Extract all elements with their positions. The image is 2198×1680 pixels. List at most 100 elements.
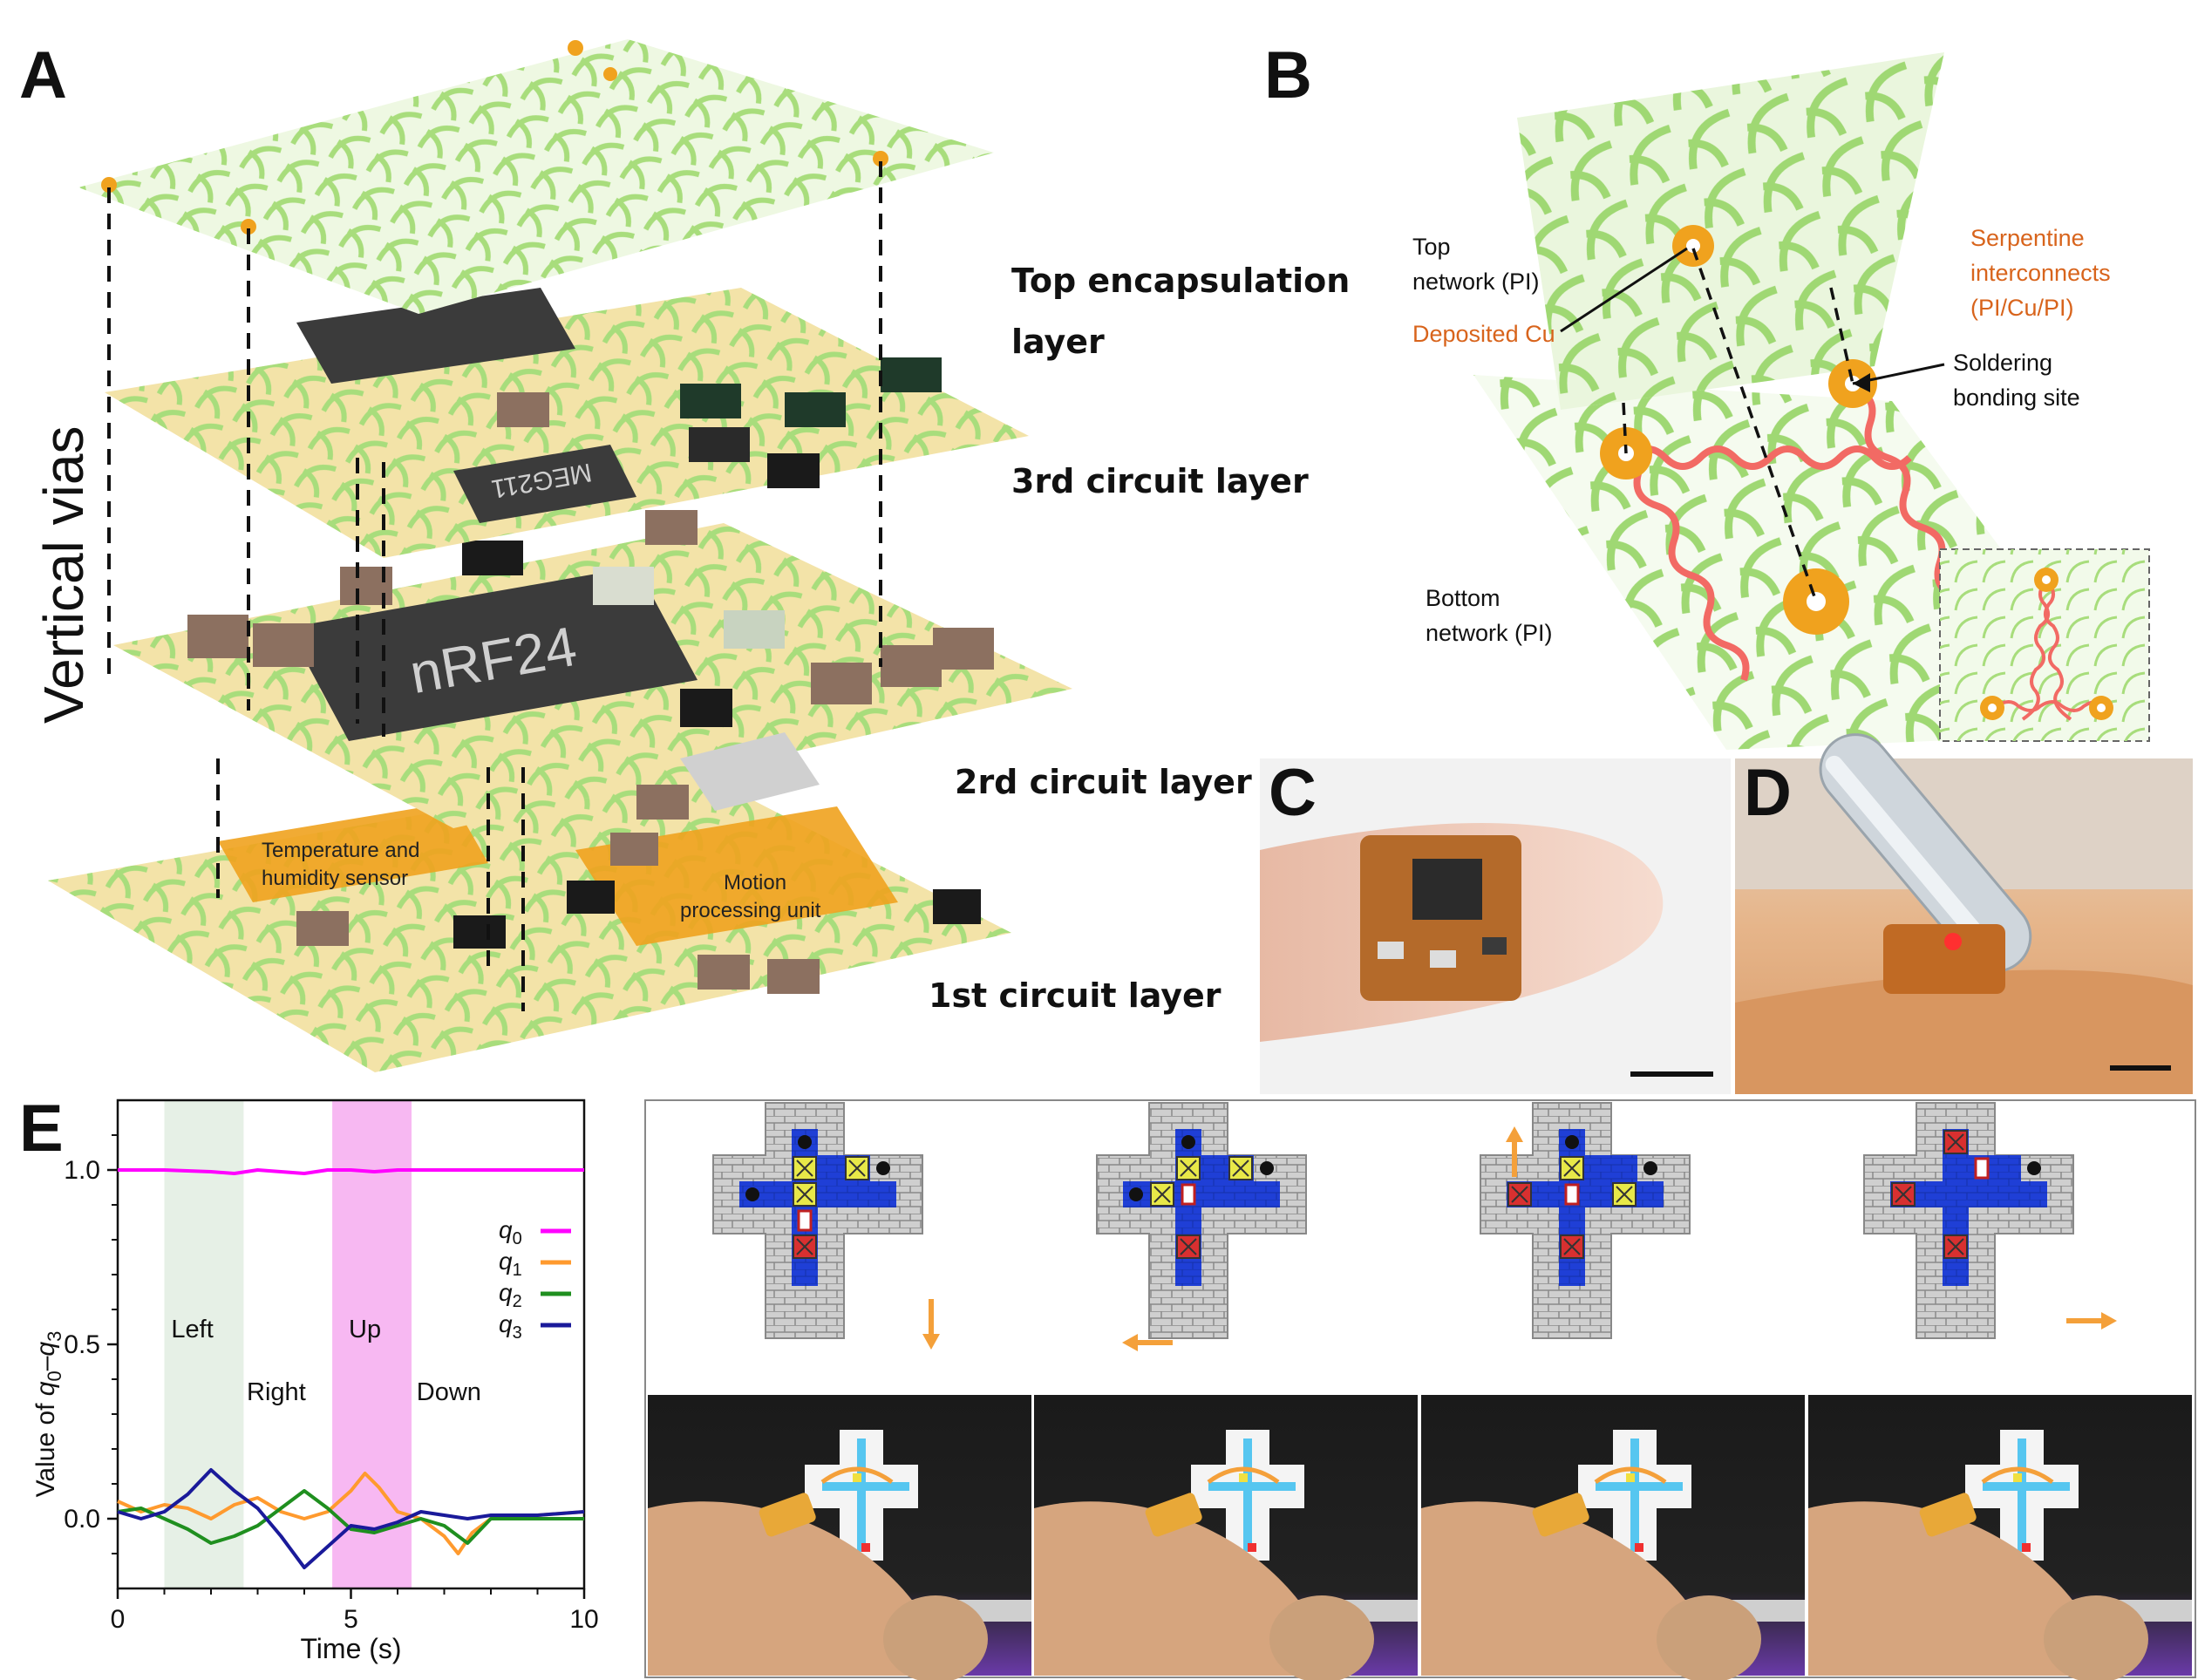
motion-arrow <box>1594 1466 1667 1485</box>
fist <box>883 1595 988 1680</box>
label-soldering-1: Soldering <box>1953 350 2052 376</box>
crate-cross <box>1563 1160 1581 1177</box>
layer-label-2rd: 2rd circuit layer <box>955 763 1252 801</box>
crate-cross <box>1180 1160 1197 1177</box>
direction-arrow-up <box>1506 1126 1523 1177</box>
wrist <box>1034 1501 1313 1676</box>
panel-b: B Top network (PI) Deposited Cu Serpent <box>1264 38 2150 750</box>
crate-cross <box>1895 1186 1912 1203</box>
direction-arrow-right <box>2066 1312 2117 1330</box>
screen-map-path <box>2018 1439 2026 1552</box>
player-sprite <box>1181 1183 1196 1206</box>
motion-unit-label-2: processing unit <box>680 899 821 922</box>
x-tick-label-5: 5 <box>344 1605 358 1634</box>
chip-meg211 <box>453 445 636 523</box>
target-dot <box>2027 1161 2041 1175</box>
series-line-q2 <box>117 1489 584 1545</box>
maze-floor <box>1890 1181 2047 1207</box>
series-line-q1 <box>117 1472 585 1555</box>
player-sprite <box>797 1209 813 1232</box>
device-tape <box>1532 1493 1589 1537</box>
screen-map-path <box>857 1439 866 1552</box>
y-axis-label-part: 0 <box>44 1371 65 1381</box>
layer-2nd: nRF24 <box>113 523 1072 828</box>
screen-map-box <box>853 1473 861 1482</box>
motion-unit-label-1: Motion <box>724 871 786 894</box>
target-dot <box>1129 1187 1143 1201</box>
layer-label-3rd: 3rd circuit layer <box>1011 462 1309 500</box>
crate-cross <box>848 1160 866 1177</box>
layer-3rd: MEG211 <box>105 288 1029 558</box>
target-dot <box>1565 1135 1579 1149</box>
temp-sensor-label-1: Temperature and <box>262 839 419 862</box>
wrist-photo-1 <box>648 1395 1031 1680</box>
wrist <box>1421 1501 1700 1676</box>
label-bottom-network-2: network (PI) <box>1426 620 1553 646</box>
fist <box>1657 1595 1761 1680</box>
region-label-up: Up <box>349 1316 381 1343</box>
y-axis-label-part: q <box>31 1342 60 1357</box>
legend-label-letter: q <box>499 1216 513 1243</box>
legend-label-letter: q <box>499 1248 513 1275</box>
label-soldering-2: bonding site <box>1953 384 2080 411</box>
region-label-left: Left <box>171 1316 213 1343</box>
label-bottom-network-1: Bottom <box>1426 585 1500 611</box>
crate-cross <box>1947 1133 1964 1151</box>
device-tape <box>1145 1493 1202 1537</box>
region-up <box>332 1100 412 1588</box>
game-panels <box>644 1099 2196 1680</box>
screen-map-path <box>1630 1439 1639 1552</box>
game-state-3 <box>1480 1102 1691 1339</box>
screen-map-box <box>2022 1543 2031 1552</box>
crate-cross <box>1180 1238 1197 1255</box>
player-sprite <box>1974 1157 1990 1180</box>
panel-c: C <box>1260 756 1731 1094</box>
crate-cross <box>1232 1160 1249 1177</box>
y-axis-label-part: q <box>31 1381 60 1396</box>
fist <box>1269 1595 1374 1680</box>
label-top-network-1: Top <box>1412 234 1451 260</box>
maze-floor <box>739 1181 896 1207</box>
screen-map-box <box>1626 1473 1635 1482</box>
panel-letter-a: A <box>19 38 67 112</box>
screen-map-path <box>1596 1482 1683 1491</box>
target-dot <box>798 1135 812 1149</box>
crate-cross <box>796 1186 813 1203</box>
series-line-q0 <box>118 1168 584 1175</box>
direction-arrow-left <box>1122 1334 1173 1351</box>
crate-cross <box>1511 1186 1528 1203</box>
panel-letter-d: D <box>1744 756 1792 830</box>
y-tick-label-0: 0.0 <box>64 1505 100 1534</box>
screen-map-box <box>861 1543 870 1552</box>
screen-map-box <box>1635 1543 1643 1552</box>
wrist-photo-2 <box>1034 1395 1418 1680</box>
maze-floor <box>1123 1181 1280 1207</box>
screen-map-box <box>1239 1473 1248 1482</box>
y-tick-label-0.5: 0.5 <box>64 1330 100 1359</box>
maze-floor <box>1507 1181 1664 1207</box>
y-axis-label-part: 3 <box>44 1331 65 1342</box>
legend-label-letter: q <box>499 1310 513 1337</box>
layer-label-1st: 1st circuit layer <box>929 976 1221 1015</box>
temp-sensor-label-2: humidity sensor <box>262 867 408 890</box>
direction-arrow-down <box>922 1299 940 1350</box>
wrist <box>648 1501 927 1676</box>
legend-label-q0: q0 <box>499 1216 522 1248</box>
screen-map-path <box>1208 1482 1296 1491</box>
motion-arrow <box>1207 1466 1280 1485</box>
label-serpentine-3: (PI/Cu/PI) <box>1970 295 2074 321</box>
game-state-4 <box>1863 1102 2074 1339</box>
legend-label-q1: q1 <box>499 1248 522 1280</box>
arrow-head <box>1122 1334 1138 1351</box>
label-deposited-cu: Deposited Cu <box>1412 321 1555 347</box>
screen-map-path <box>822 1482 909 1491</box>
legend-label-letter: q <box>499 1279 513 1306</box>
legend-label-index: 0 <box>513 1229 522 1248</box>
motion-arrow <box>1981 1466 2054 1485</box>
inset-b <box>1939 548 2150 742</box>
y-axis-label-part: – <box>31 1356 60 1371</box>
label-serpentine-2: interconnects <box>1970 260 2111 286</box>
region-label-down: Down <box>417 1378 481 1406</box>
